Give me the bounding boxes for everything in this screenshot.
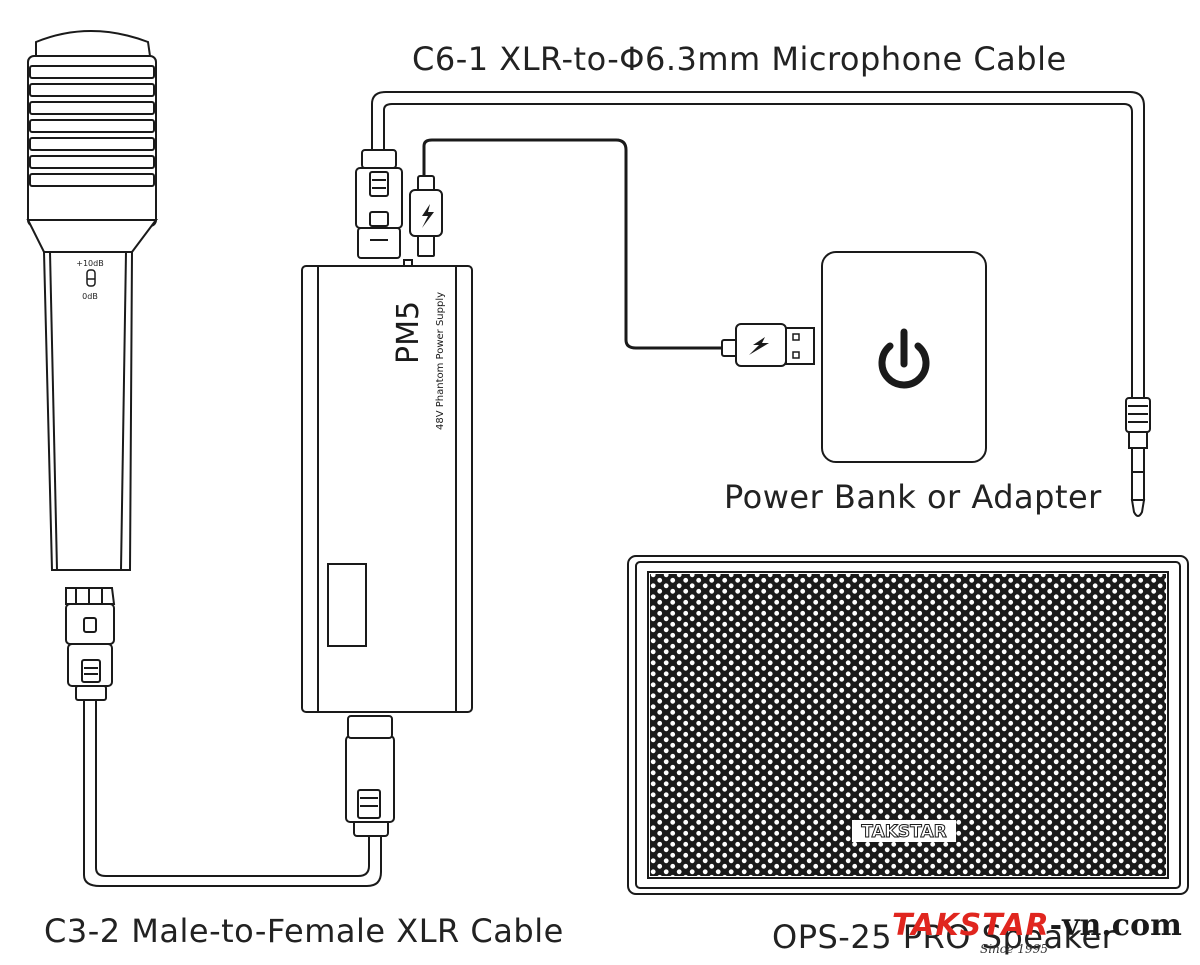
usb-a-connector xyxy=(721,323,815,367)
xlr-male-connector xyxy=(345,715,395,837)
c6-1-cable-label: C6-1 XLR-to-Φ6.3mm Microphone Cable xyxy=(412,40,1067,78)
pm5-unit xyxy=(301,259,473,713)
power-icon[interactable] xyxy=(878,328,930,389)
xlr-female-connector xyxy=(65,603,115,701)
power-indicator xyxy=(403,259,413,267)
speaker-logo-plate xyxy=(852,820,956,842)
lightning-icon xyxy=(422,204,434,228)
watermark: TAKSTAR-vn.com Since 1995 xyxy=(892,908,1182,956)
speaker xyxy=(627,555,1189,895)
power-source-label: Power Bank or Adapter xyxy=(724,478,1102,516)
pm5-subtitle: 48V Phantom Power Supply xyxy=(435,292,446,430)
speaker-logo: TAKSTAR xyxy=(861,822,946,842)
xlr-plug-pm5 xyxy=(355,149,403,259)
gain-switch[interactable] xyxy=(86,269,96,287)
c6-1-cable xyxy=(371,91,1145,402)
watermark-domain: -vn.com xyxy=(1049,908,1182,943)
gain-low-label: 0dB xyxy=(82,292,98,301)
jack-plug-6-3mm xyxy=(1125,397,1151,517)
pm5-window xyxy=(327,563,367,647)
speaker-label: OPS-25 PRO Speaker xyxy=(772,918,1116,956)
watermark-since: Since 1995 xyxy=(980,942,1048,956)
microphone-grille xyxy=(27,55,157,227)
c3-2-cable-label: C3-2 Male-to-Female XLR Cable xyxy=(44,912,564,950)
c3-2-cable xyxy=(83,700,382,887)
watermark-brand: TAKSTAR xyxy=(892,908,1050,943)
gain-high-label: +10dB xyxy=(76,259,103,268)
usb-power-cable xyxy=(422,138,736,350)
microphone xyxy=(26,30,158,605)
lightning-icon xyxy=(749,337,769,355)
pm5-model: PM5 xyxy=(391,301,426,364)
